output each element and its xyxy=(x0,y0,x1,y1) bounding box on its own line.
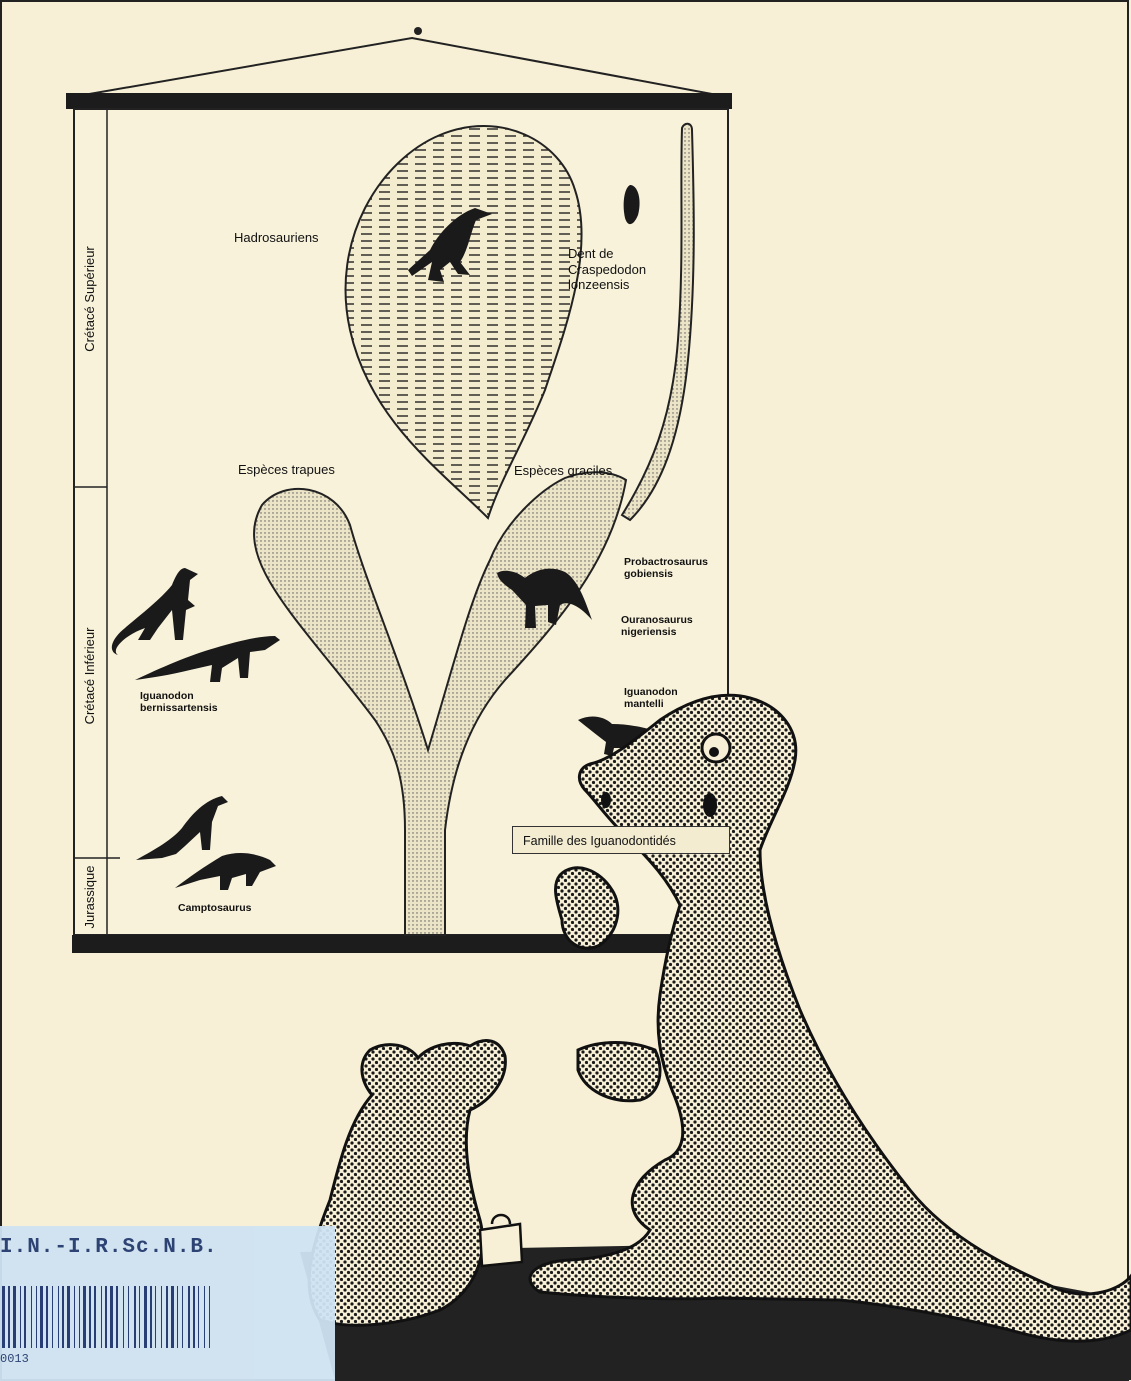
label-especes-graciles: Espèces graciles xyxy=(514,463,612,479)
family-sign: Famille des Iguanodontidés xyxy=(512,826,730,854)
nail xyxy=(414,27,422,35)
lunchbox xyxy=(480,1224,522,1266)
barcode-bar xyxy=(2,1286,5,1348)
period-cretace-superieur: Crétacé Supérieur xyxy=(82,219,100,379)
label-craspedodon: Dent de Craspedodon lonzeensis xyxy=(568,246,646,293)
library-stamp: I.N.-I.R.Sc.N.B. 0013 xyxy=(0,1226,335,1381)
barcode-bar xyxy=(209,1286,210,1348)
barcode-bar xyxy=(40,1286,43,1348)
barcode xyxy=(0,1286,215,1348)
barcode-bar xyxy=(94,1286,96,1348)
barcode-bar xyxy=(105,1286,107,1348)
barcode-bar xyxy=(101,1286,102,1348)
label-ouranosaurus: Ouranosaurus nigeriensis xyxy=(621,614,693,638)
barcode-bar xyxy=(166,1286,168,1348)
label-probactrosaurus: Probactrosaurus gobiensis xyxy=(624,556,708,580)
label-iguanodon-mantelli: Iguanodon mantelli xyxy=(624,686,678,710)
barcode-bar xyxy=(13,1286,16,1348)
barcode-bar xyxy=(198,1286,199,1348)
label-especes-trapues: Espèces trapues xyxy=(238,462,335,478)
barcode-bar xyxy=(74,1286,75,1348)
barcode-bar xyxy=(150,1286,152,1348)
barcode-bar xyxy=(123,1286,124,1348)
barcode-bar xyxy=(204,1286,205,1348)
barcode-bar xyxy=(24,1286,26,1348)
barcode-bar xyxy=(83,1286,86,1348)
barcode-bar xyxy=(52,1286,53,1348)
barcode-bar xyxy=(58,1286,59,1348)
barcode-bar xyxy=(110,1286,113,1348)
barcode-bar xyxy=(193,1286,195,1348)
period-cretace-inferieur: Crétacé Inférieur xyxy=(82,606,100,746)
hanging-cord xyxy=(72,38,728,97)
barcode-bar xyxy=(62,1286,64,1348)
barcode-bar xyxy=(67,1286,70,1348)
label-iguanodon-bernissartensis: Iguanodon bernissartensis xyxy=(140,690,218,714)
barcode-bar xyxy=(116,1286,118,1348)
stamp-text: I.N.-I.R.Sc.N.B. xyxy=(0,1236,218,1259)
barcode-bar xyxy=(188,1286,190,1348)
top-rod xyxy=(66,93,732,109)
barcode-bar xyxy=(8,1286,10,1348)
barcode-bar xyxy=(182,1286,183,1348)
barcode-bar xyxy=(46,1286,48,1348)
barcode-bar xyxy=(144,1286,147,1348)
barcode-bar xyxy=(134,1286,136,1348)
label-hadrosauriens: Hadrosauriens xyxy=(234,230,319,246)
barcode-bar xyxy=(171,1286,174,1348)
barcode-bar xyxy=(139,1286,140,1348)
barcode-bar xyxy=(31,1286,32,1348)
barcode-bar xyxy=(128,1286,129,1348)
period-jurassique: Jurassique xyxy=(82,852,100,942)
teacher-dinosaur xyxy=(530,695,1131,1341)
barcode-bar xyxy=(79,1286,80,1348)
barcode-number: 0013 xyxy=(0,1352,29,1366)
barcode-bar xyxy=(20,1286,21,1348)
barcode-bar xyxy=(161,1286,162,1348)
label-camptosaurus: Camptosaurus xyxy=(178,902,252,914)
barcode-bar xyxy=(155,1286,156,1348)
teacher-nostril xyxy=(703,793,717,817)
teacher-arm xyxy=(578,1043,660,1101)
barcode-bar xyxy=(36,1286,37,1348)
barcode-bar xyxy=(177,1286,178,1348)
barcode-bar xyxy=(89,1286,91,1348)
